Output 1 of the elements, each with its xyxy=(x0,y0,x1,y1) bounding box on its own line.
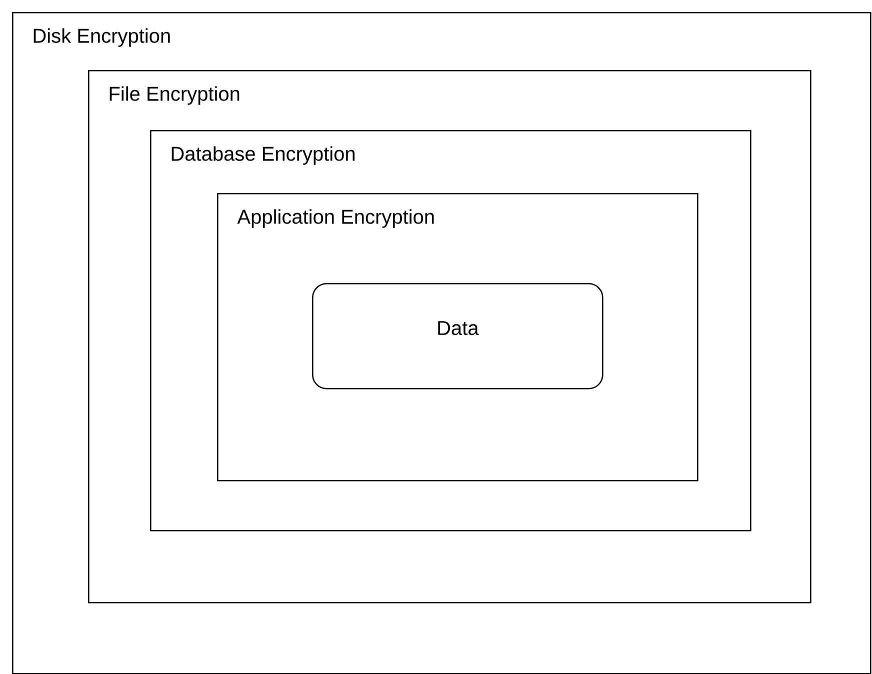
rounded-box: Data xyxy=(312,283,604,390)
